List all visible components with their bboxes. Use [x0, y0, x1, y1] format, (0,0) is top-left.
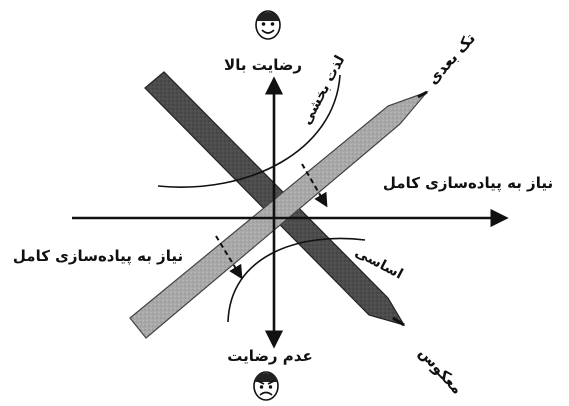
x-right-label: نیاز به پیاده‌سازی کامل: [383, 174, 553, 193]
happy-face-icon: [256, 11, 280, 39]
y-top-label: رضایت بالا: [224, 56, 302, 74]
x-left-label: نیاز به پیاده‌سازی کامل: [13, 247, 183, 266]
angry-face-icon: [254, 372, 278, 400]
one-dimensional-label: تک بعدی: [424, 29, 479, 88]
y-bottom-label: عدم رضایت: [227, 347, 312, 365]
reverse-label: معکوس: [415, 344, 466, 398]
attractive-label: لذت بخشی: [299, 53, 349, 128]
